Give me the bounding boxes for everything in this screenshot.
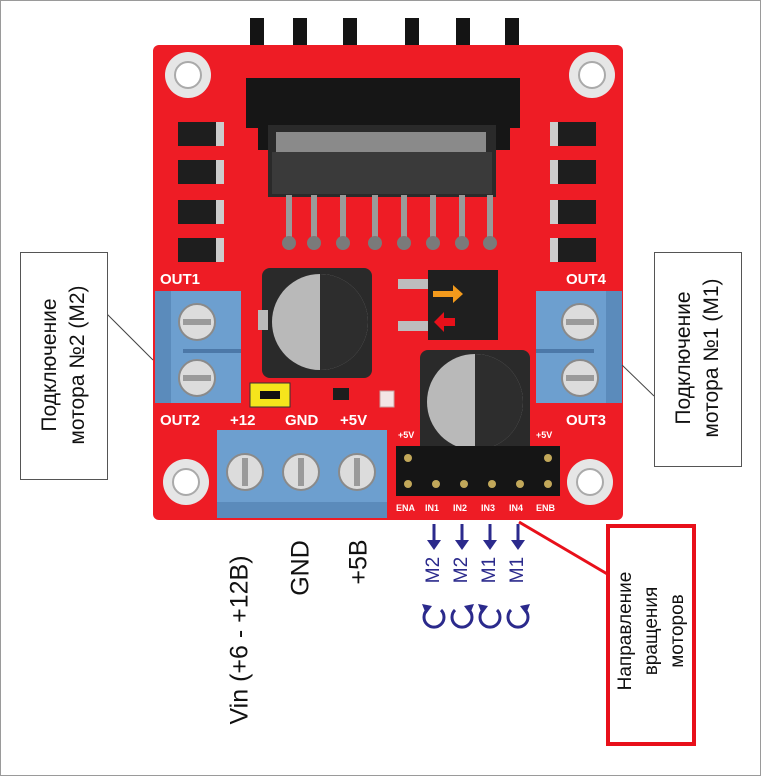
diodes-right	[550, 122, 596, 262]
callout-direction-line2: вращения	[641, 586, 662, 676]
label-pin-ena: ENA	[396, 503, 416, 513]
callout-motor1-line1: Подключение	[672, 291, 695, 425]
motor-label-in1: M2	[423, 556, 444, 584]
rotation-arrowheads	[422, 604, 530, 614]
power-label-gnd: GND	[286, 540, 315, 596]
callout-direction	[606, 524, 696, 746]
callout-motor2-line2: мотора №2 (М2)	[66, 285, 89, 445]
callout-motor2-line1: Подключение	[38, 298, 61, 432]
label-header-5v-left: +5V	[398, 430, 415, 440]
label-pin-enb: ENB	[536, 503, 556, 513]
label-gnd: GND	[285, 412, 319, 429]
label-pin-in3: IN3	[481, 503, 496, 513]
power-label-vin: Vin (+6 - +12В)	[225, 555, 254, 725]
jumper-5v	[249, 382, 291, 408]
label-plus5v: +5V	[340, 412, 368, 429]
terminal-out3-out4	[536, 291, 622, 403]
callout-motor1-line2: мотора №1 (М1)	[700, 278, 723, 438]
pin-header	[396, 446, 560, 496]
l298n-chip	[268, 125, 497, 250]
power-label-plus5: +5В	[344, 539, 373, 585]
voltage-regulator	[398, 270, 498, 340]
rotation-arrows	[422, 608, 530, 629]
label-pin-in4: IN4	[509, 503, 524, 513]
label-out3: OUT3	[566, 412, 607, 429]
label-out2: OUT2	[160, 412, 201, 429]
motor-label-in4: M1	[507, 556, 528, 584]
mounting-holes	[163, 52, 615, 505]
motor-label-in2: M2	[451, 556, 472, 584]
terminal-out1-out2	[155, 291, 241, 403]
smd-component	[333, 388, 349, 400]
label-header-5v-right: +5V	[536, 430, 553, 440]
callout-motor1	[654, 252, 742, 467]
label-plus12: +12	[230, 412, 256, 429]
capacitor-left	[258, 268, 372, 378]
callout-lines	[105, 312, 655, 397]
capacitor-right	[420, 350, 530, 460]
label-pin-in1: IN1	[425, 503, 440, 513]
pin-arrows	[427, 524, 525, 550]
power-led	[379, 390, 395, 408]
diodes-left	[178, 122, 224, 262]
label-pin-in2: IN2	[453, 503, 468, 513]
terminal-power	[217, 430, 387, 518]
callout-direction-line3: моторов	[667, 594, 688, 668]
motor-label-in3: M1	[479, 556, 500, 584]
callout-direction-line1: Направление	[615, 571, 636, 691]
label-out1: OUT1	[160, 271, 201, 288]
label-out4: OUT4	[566, 271, 607, 288]
callout-motor2	[20, 252, 108, 480]
direction-pointer-line	[518, 520, 610, 577]
